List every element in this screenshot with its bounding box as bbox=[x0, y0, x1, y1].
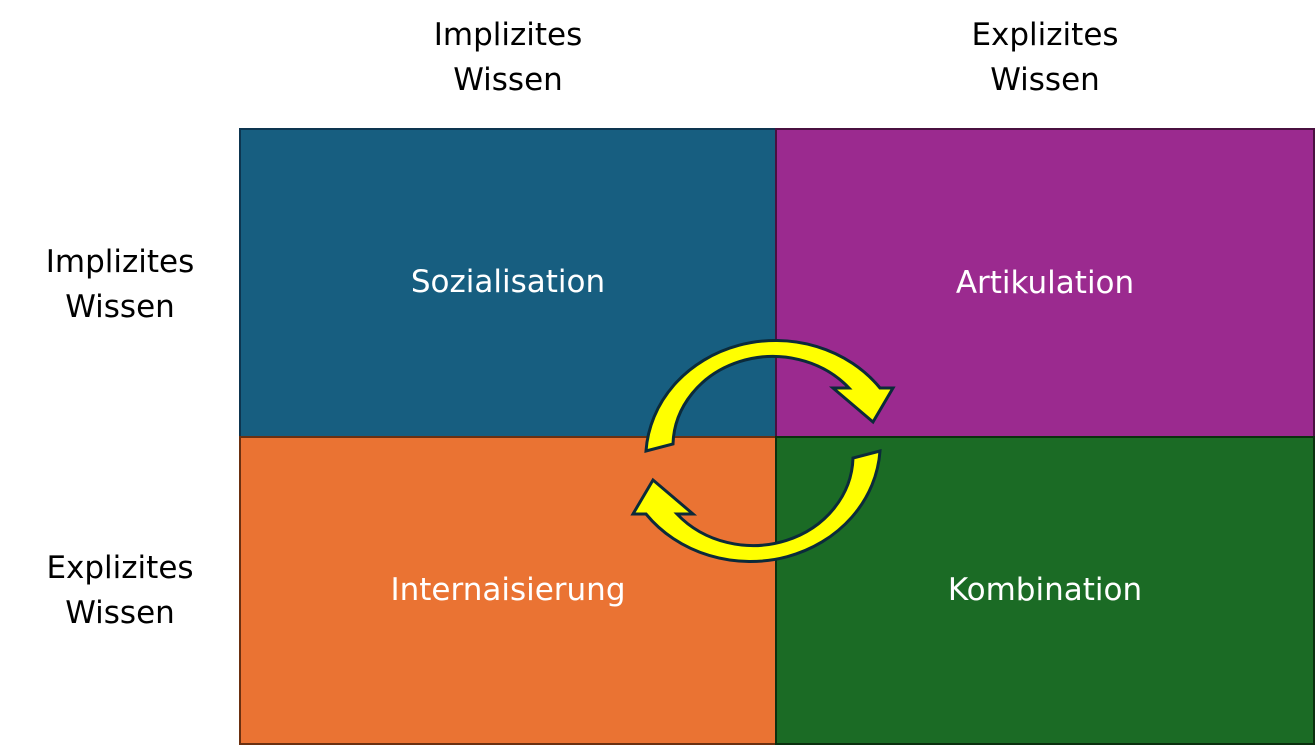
header-line: Implizites bbox=[45, 244, 195, 280]
header-line: Wissen bbox=[990, 62, 1100, 98]
header-line: Implizites bbox=[433, 17, 583, 53]
header-line: Wissen bbox=[65, 289, 175, 325]
arrow-top-icon bbox=[644, 338, 896, 453]
header-line: Explizites bbox=[971, 17, 1119, 53]
header-line: Wissen bbox=[453, 62, 563, 98]
header-line: Explizites bbox=[46, 550, 194, 586]
quadrant-label: Artikulation bbox=[955, 265, 1135, 301]
arrow-bottom-icon bbox=[630, 449, 882, 564]
quadrant-internalisierung: Internaisierung bbox=[239, 436, 777, 745]
quadrant-label: Internaisierung bbox=[390, 571, 626, 608]
header-line: Wissen bbox=[65, 595, 175, 631]
quadrant-label: Kombination bbox=[947, 571, 1143, 608]
quadrant-label: Sozialisation bbox=[410, 264, 606, 300]
